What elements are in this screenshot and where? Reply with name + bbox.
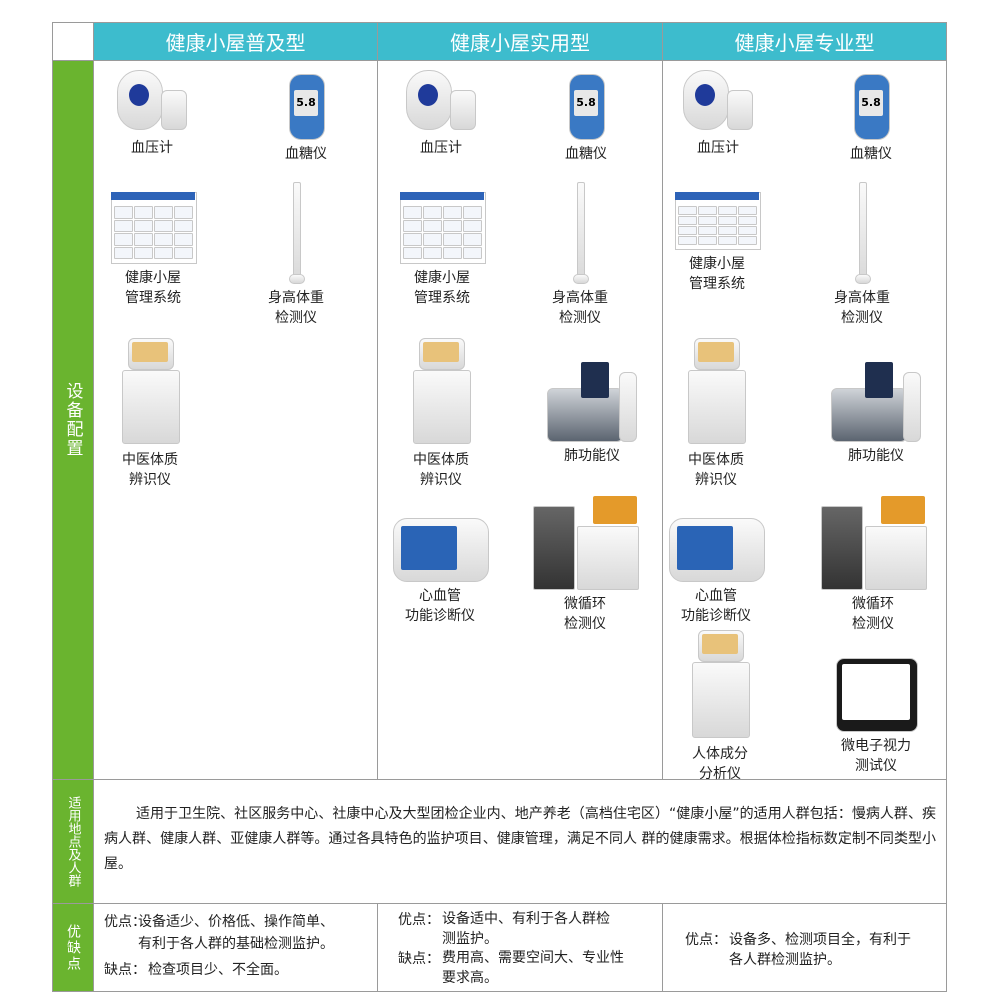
header-professional: 健康小屋专业型 <box>662 22 947 61</box>
equipment-item: 健康小屋 管理系统 <box>675 192 761 294</box>
equipment-item: 血压计 <box>117 70 187 158</box>
glucose-reading: 5.8 <box>574 90 598 116</box>
equipment-label: 微循环 检测仪 <box>564 596 606 632</box>
equipment-item: 中医体质 辨识仪 <box>122 338 180 490</box>
pros-text: 设备适少、价格低、操作简单、 有利于各人群的基础检测监护。 <box>138 914 334 952</box>
pros-cons-practical: 优点： 设备适中、有利于各人群检 测监护。 缺点： 费用高、需要空间大、专业性 … <box>377 903 663 992</box>
management-software-icon <box>400 192 486 264</box>
spirometer-icon <box>547 362 637 442</box>
equipment-label: 血压计 <box>420 140 462 156</box>
height-weight-scale-icon <box>855 182 871 284</box>
equipment-item: 身高体重 检测仪 <box>834 182 890 328</box>
equipment-label: 健康小屋 管理系统 <box>125 270 181 306</box>
equipment-label: 血压计 <box>697 140 739 156</box>
usage-cell: 适用于卫生院、社区服务中心、社康中心及大型团检企业内、地产养老（高档住宅区）“健… <box>93 779 947 904</box>
management-software-icon <box>111 192 197 264</box>
cons-text: 检查项目少、不全面。 <box>148 962 288 978</box>
equipment-item: 中医体质 辨识仪 <box>688 338 746 490</box>
pros-cons-basic: 优点： 设备适少、价格低、操作简单、 有利于各人群的基础检测监护。 缺点： 检查… <box>93 903 378 992</box>
equipment-item: 中医体质 辨识仪 <box>413 338 471 490</box>
equipment-label: 身高体重 检测仪 <box>552 290 608 326</box>
usage-text: 适用于卫生院、社区服务中心、社康中心及大型团检企业内、地产养老（高档住宅区）“健… <box>104 806 936 872</box>
pros-text: 设备适中、有利于各人群检 测监护。 <box>442 911 610 947</box>
equipment-item: 血压计 <box>406 70 476 158</box>
equipment-label: 心血管 功能诊断仪 <box>405 588 475 624</box>
equipment-item: 5.8 血糖仪 <box>565 74 607 164</box>
equipment-item: 健康小屋 管理系统 <box>111 192 197 308</box>
pros-label: 优点： <box>685 932 727 948</box>
height-weight-scale-icon <box>573 182 589 284</box>
equipment-item: 心血管 功能诊断仪 <box>393 518 489 626</box>
management-software-icon <box>675 192 761 250</box>
row-label-equipment: 设备配置 <box>52 60 94 780</box>
equipment-label: 微电子视力 测试仪 <box>841 738 911 774</box>
equipment-label: 微循环 检测仪 <box>852 596 894 632</box>
equipment-item: 肺功能仪 <box>547 362 637 466</box>
cons-label: 缺点： <box>104 962 146 978</box>
microcirculation-station-icon <box>533 496 639 590</box>
blood-pressure-monitor-icon <box>117 70 187 132</box>
vision-tester-icon <box>836 658 918 732</box>
pros-text: 设备多、检测项目全，有利于 各人群检测监护。 <box>729 932 911 968</box>
blood-pressure-monitor-icon <box>683 70 753 132</box>
equipment-item: 健康小屋 管理系统 <box>400 192 486 308</box>
equipment-item: 血压计 <box>683 70 753 158</box>
equipment-label: 心血管 功能诊断仪 <box>681 588 751 624</box>
equipment-label: 血糖仪 <box>285 146 327 162</box>
tcm-kiosk-icon <box>413 338 471 444</box>
glucose-reading: 5.8 <box>294 90 318 116</box>
spirometer-icon <box>831 362 921 442</box>
equipment-label: 血压计 <box>131 140 173 156</box>
cardiovascular-analyzer-icon <box>669 518 765 582</box>
equipment-item: 身高体重 检测仪 <box>268 182 324 328</box>
glucose-meter-icon: 5.8 <box>569 74 605 140</box>
equipment-label: 中医体质 辨识仪 <box>688 452 744 488</box>
equipment-item: 微循环 检测仪 <box>821 496 927 634</box>
pros-label: 优点： <box>398 912 440 928</box>
equipment-label: 健康小屋 管理系统 <box>689 256 745 292</box>
equipment-item: 人体成分 分析仪 <box>692 630 750 784</box>
pros-cons-professional: 优点： 设备多、检测项目全，有利于 各人群检测监护。 <box>662 903 947 992</box>
equipment-label: 血糖仪 <box>565 146 607 162</box>
tcm-kiosk-icon <box>122 338 180 444</box>
corner-cell <box>52 22 94 61</box>
equipment-item: 微电子视力 测试仪 <box>836 658 918 776</box>
header-basic: 健康小屋普及型 <box>93 22 378 61</box>
blood-pressure-monitor-icon <box>406 70 476 132</box>
row-label-usage: 适用地点及人群 <box>52 779 94 904</box>
equipment-item: 5.8 血糖仪 <box>850 74 892 164</box>
equipment-label: 肺功能仪 <box>564 448 620 464</box>
glucose-meter-icon: 5.8 <box>289 74 325 140</box>
equipment-label: 中医体质 辨识仪 <box>122 452 178 488</box>
tcm-kiosk-icon <box>688 338 746 444</box>
equipment-label: 身高体重 检测仪 <box>834 290 890 326</box>
header-practical: 健康小屋实用型 <box>377 22 663 61</box>
glucose-reading: 5.8 <box>859 90 883 116</box>
equipment-label: 中医体质 辨识仪 <box>413 452 469 488</box>
pros-label: 优点： <box>104 914 146 930</box>
cons-label: 缺点： <box>398 951 440 967</box>
equipment-item: 肺功能仪 <box>831 362 921 466</box>
equipment-item: 微循环 检测仪 <box>533 496 639 634</box>
cardiovascular-analyzer-icon <box>393 518 489 582</box>
equipment-label: 身高体重 检测仪 <box>268 290 324 326</box>
height-weight-scale-icon <box>289 182 305 284</box>
equipment-item: 身高体重 检测仪 <box>552 182 608 328</box>
equipment-label: 肺功能仪 <box>848 448 904 464</box>
cons-text: 费用高、需要空间大、专业性 要求高。 <box>442 950 624 986</box>
glucose-meter-icon: 5.8 <box>854 74 890 140</box>
equipment-label: 健康小屋 管理系统 <box>414 270 470 306</box>
body-composition-analyzer-icon <box>692 630 750 738</box>
microcirculation-station-icon <box>821 496 927 590</box>
equipment-label: 人体成分 分析仪 <box>692 746 748 782</box>
equipment-item: 5.8 血糖仪 <box>285 74 327 164</box>
equipment-item: 心血管 功能诊断仪 <box>669 518 765 626</box>
row-label-pros-cons: 优缺点 <box>52 903 94 992</box>
equipment-label: 血糖仪 <box>850 146 892 162</box>
